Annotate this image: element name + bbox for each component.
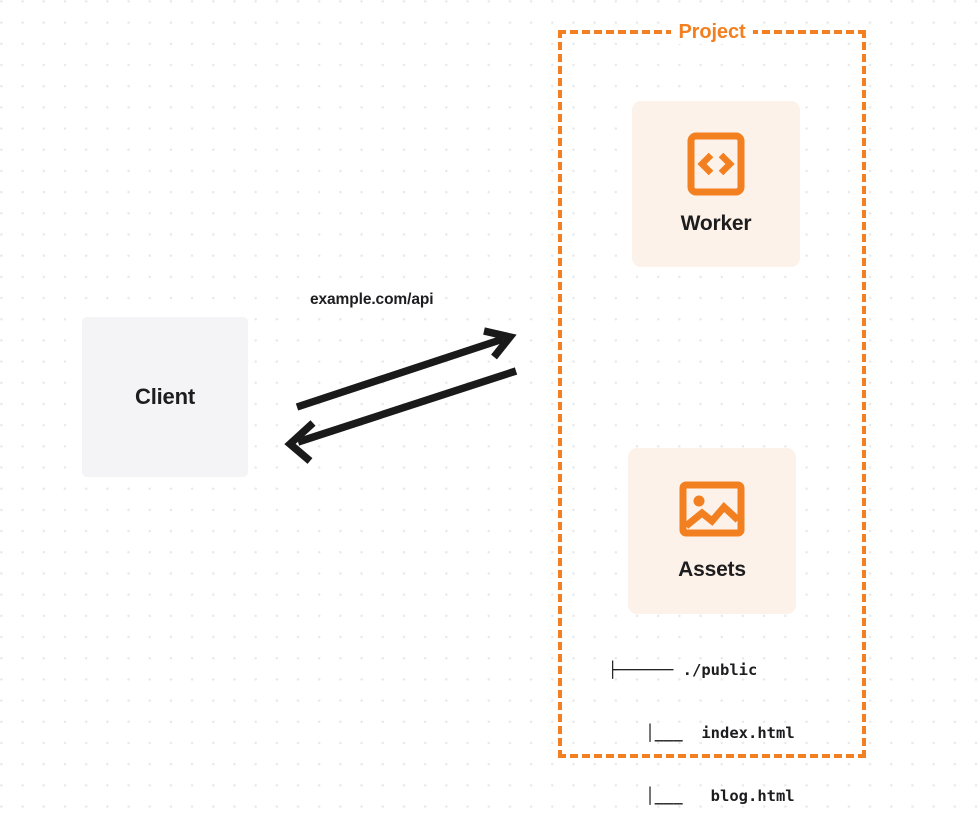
image-icon xyxy=(679,481,745,537)
tree-prefix: │___ xyxy=(608,724,702,742)
assets-label: Assets xyxy=(678,558,746,581)
tree-row: │___ blog.html xyxy=(608,786,804,807)
assets-file-tree: ├────── ./public │___ index.html │___ bl… xyxy=(608,618,804,818)
client-label: Client xyxy=(135,384,195,409)
connection-label: example.com/api xyxy=(310,291,434,308)
tree-filename: index.html xyxy=(701,724,795,742)
worker-label: Worker xyxy=(680,212,752,235)
assets-node[interactable]: Assets xyxy=(628,448,796,614)
client-node[interactable]: Client xyxy=(82,317,248,477)
tree-prefix: │___ xyxy=(608,787,711,805)
tree-filename: blog.html xyxy=(710,787,795,805)
tree-filename: ./public xyxy=(682,661,758,679)
tree-row: │___ index.html xyxy=(608,723,804,744)
arrow-left-icon xyxy=(284,367,518,464)
tree-row: ├────── ./public xyxy=(608,660,804,681)
worker-node[interactable]: Worker xyxy=(632,101,800,267)
tree-prefix: ├────── xyxy=(608,661,683,679)
arrow-right-icon xyxy=(295,327,517,411)
code-brackets-icon xyxy=(687,132,745,196)
